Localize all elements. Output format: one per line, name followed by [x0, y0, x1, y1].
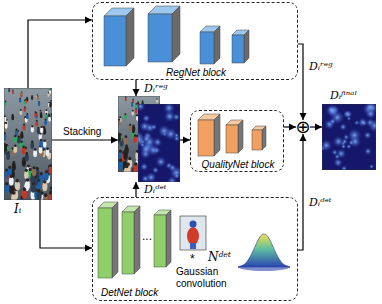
operator-symbol: *	[190, 252, 195, 266]
arrow-connector	[298, 134, 303, 250]
edge-label: Dᵢʳᵉᵍ	[308, 60, 334, 73]
arrow-connector	[135, 80, 136, 96]
layer-block	[104, 8, 134, 66]
arrow-connector	[310, 126, 322, 127]
network-block: RegNet block	[92, 2, 298, 80]
arrow-connector	[52, 139, 118, 140]
node-label: QualityNet block	[202, 159, 275, 171]
arrow-connector	[284, 126, 296, 127]
arrow-connector	[135, 182, 136, 197]
kernel-label: Gaussian convolution	[176, 266, 238, 290]
arrow-connector	[40, 200, 92, 248]
arrow-connector	[298, 44, 303, 120]
stacked-maps: DᵢʳᵉᵍDᵢᵈᵉᵗ	[118, 96, 180, 182]
layer-block	[200, 26, 220, 64]
ellipsis: ...	[142, 229, 152, 243]
edge-label: Dᵢᵈᵉᵗ	[308, 196, 332, 209]
layer-block	[226, 120, 243, 153]
detection-map	[180, 216, 206, 250]
layer-block	[148, 6, 180, 62]
node-label: Iᵢ	[14, 202, 21, 216]
density-map	[322, 104, 376, 170]
crowd-image	[4, 88, 52, 200]
arrow-connector	[28, 20, 92, 88]
layer-block	[232, 30, 249, 63]
layer-block	[252, 126, 266, 150]
layer-block	[198, 114, 220, 156]
layer-block	[154, 210, 171, 267]
node-label: DetNet block	[101, 287, 158, 299]
node-label: Dᵢᶠⁱⁿᵃˡ	[330, 89, 357, 102]
layer-block	[98, 202, 118, 278]
math-symbol: Nᵈᵉᵗ	[208, 250, 231, 264]
node-label: Dᵢʳᵉᵍ	[144, 82, 168, 95]
density-map	[138, 104, 180, 182]
edge-label: Stacking	[62, 126, 102, 138]
layer-block	[122, 206, 140, 274]
gaussian-kernel	[238, 234, 290, 271]
node-label: ⊕	[295, 119, 310, 135]
node-label: RegNet block	[166, 67, 226, 79]
sum-symbol: ⊕	[296, 120, 310, 134]
input-image: Iᵢ	[4, 88, 52, 200]
node-label: Dᵢᵈᵉᵗ	[144, 183, 166, 196]
network-block: QualityNet block	[190, 110, 284, 172]
arrow-connector	[180, 139, 190, 140]
output-map: Dᵢᶠⁱⁿᵃˡ	[322, 104, 376, 170]
